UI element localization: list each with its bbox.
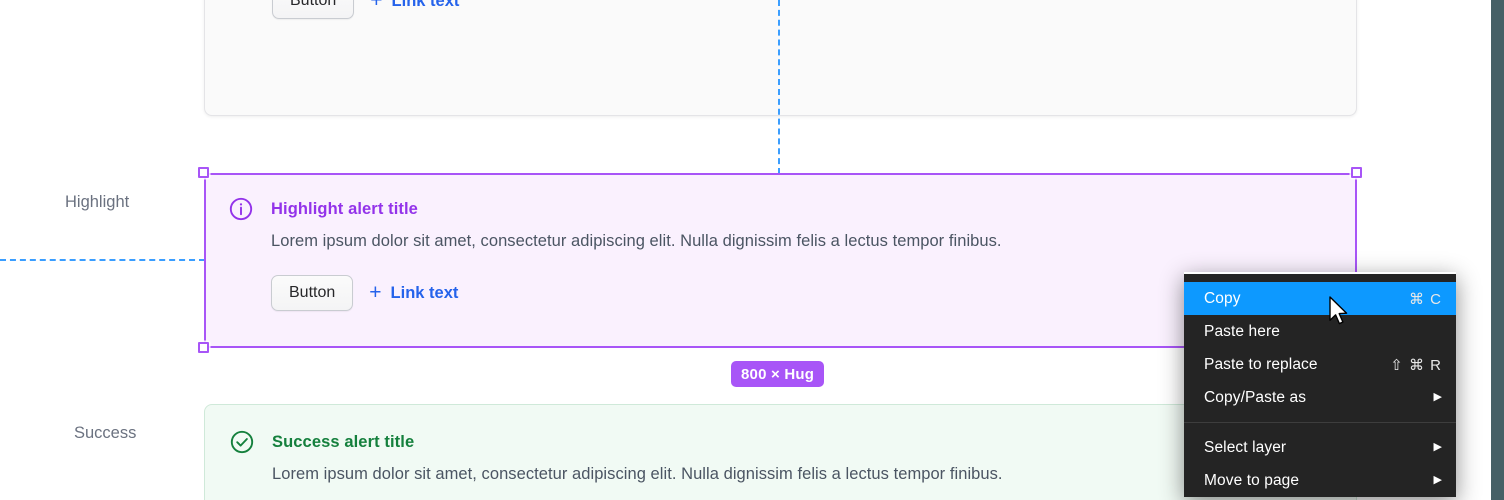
context-menu-item-label: Copy [1204,289,1241,307]
context-menu-item-label: Move to page [1204,471,1300,489]
context-menu-item-label: Select layer [1204,438,1287,456]
alert-link-label: Link text [391,0,460,10]
alert-body-text: Lorem ipsum dolor sit amet, consectetur … [271,232,1002,250]
resize-handle-top-right[interactable] [1351,167,1362,178]
context-menu-item-move-to-page[interactable]: Move to page ▶ [1184,464,1456,497]
alert-link[interactable]: + Link text [370,0,459,12]
alert-body-text: Lorem ipsum dolor sit amet, consectetur … [272,465,1003,483]
window-edge-band [1491,0,1504,500]
horizontal-alignment-guide [0,259,205,261]
context-menu-item-paste-to-replace[interactable]: Paste to replace ⇧ ⌘ R [1184,348,1456,381]
info-circle-icon [228,196,254,222]
resize-handle-bottom-left[interactable] [198,342,209,353]
submenu-arrow-icon: ▶ [1433,391,1442,403]
row-label-highlight: Highlight [65,193,130,211]
resize-handle-top-left[interactable] [198,167,209,178]
context-menu-item-shortcut: ⇧ ⌘ R [1390,356,1442,374]
alert-content-row: Success alert title Lorem ipsum dolor si… [229,429,1332,486]
context-menu[interactable]: Copy ⌘ C Paste here Paste to replace ⇧ ⌘… [1184,272,1456,497]
alert-content-row: Highlight alert title Lorem ipsum dolor … [228,196,1333,311]
alert-button[interactable]: Button [271,275,354,311]
plus-icon: + [370,0,383,12]
alert-title: Highlight alert title [271,200,418,218]
context-menu-item-copy-paste-as[interactable]: Copy/Paste as ▶ [1184,381,1456,414]
context-menu-item-label: Paste here [1204,322,1280,340]
check-circle-icon [229,429,255,455]
context-menu-item-label: Paste to replace [1204,355,1318,373]
alert-actions: Button + Link text [271,275,1333,311]
submenu-arrow-icon: ▶ [1433,441,1442,453]
vertical-alignment-guide [778,0,780,174]
alert-link-label: Link text [390,283,459,302]
context-menu-item-paste-here[interactable]: Paste here [1184,315,1456,348]
context-menu-item-shortcut: ⌘ C [1409,290,1442,308]
submenu-arrow-icon: ▶ [1433,474,1442,486]
alert-actions: Button + Link text [272,0,1332,19]
context-menu-item-copy[interactable]: Copy ⌘ C [1184,282,1456,315]
alert-card-success[interactable]: Success alert title Lorem ipsum dolor si… [204,404,1357,500]
plus-icon: + [369,280,382,304]
alert-content-row: Lorem ipsum dolor sit amet, consectetur … [229,0,1332,19]
context-menu-item-label: Copy/Paste as [1204,388,1307,406]
size-badge: 800 × Hug [731,361,825,387]
alert-title: Success alert title [272,433,415,451]
alert-link[interactable]: + Link text [369,280,459,304]
context-menu-item-select-layer[interactable]: Select layer ▶ [1184,431,1456,464]
row-label-success: Success [74,424,137,442]
alert-card-neutral[interactable]: Lorem ipsum dolor sit amet, consectetur … [204,0,1357,116]
alert-card-highlight[interactable]: Highlight alert title Lorem ipsum dolor … [204,173,1357,348]
alert-button[interactable]: Button [272,0,355,19]
context-menu-separator [1184,422,1456,423]
